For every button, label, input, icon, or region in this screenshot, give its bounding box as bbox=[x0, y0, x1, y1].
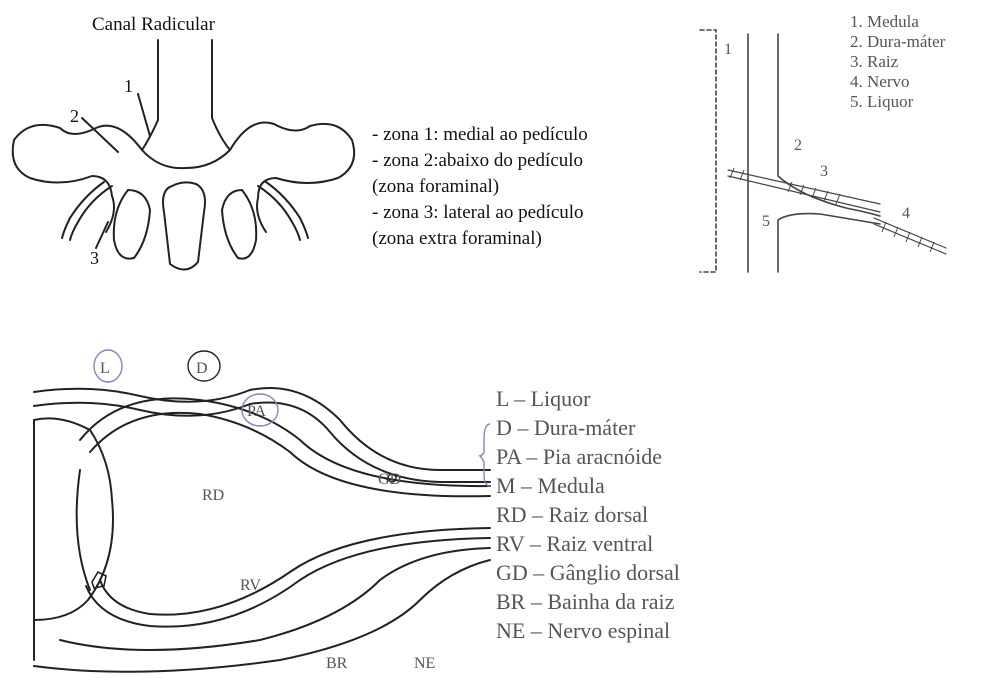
label-GD: GD bbox=[378, 471, 401, 488]
label-NE: NE bbox=[414, 655, 435, 672]
schematic-legend: 1. Medula 2. Dura-máter 3. Raiz 4. Nervo… bbox=[850, 12, 945, 112]
right-nerve-root bbox=[258, 186, 300, 240]
schematic-marker-1: 1 bbox=[724, 41, 732, 58]
left-transverse-process bbox=[13, 125, 142, 232]
legend-item: NE – Nervo espinal bbox=[496, 616, 680, 645]
marker-2-label: 2 bbox=[70, 106, 79, 126]
legend-item: D – Dura-máter bbox=[496, 413, 680, 442]
right-transverse-process bbox=[230, 122, 354, 232]
anatomy-legend: L – Liquor D – Dura-máter PA – Pia aracn… bbox=[496, 384, 680, 645]
zone-line: - zona 2:abaixo do pedículo bbox=[372, 148, 588, 174]
marker-3-label: 3 bbox=[90, 248, 99, 268]
legend-item: M – Medula bbox=[496, 471, 680, 500]
legend-item: 4. Nervo bbox=[850, 72, 945, 92]
zone-line: - zona 3: lateral ao pedículo bbox=[372, 200, 588, 226]
legend-item: 2. Dura-máter bbox=[850, 32, 945, 52]
schematic-marker-2: 2 bbox=[794, 137, 802, 154]
label-RV: RV bbox=[240, 577, 261, 594]
legend-item: L – Liquor bbox=[496, 384, 680, 413]
nerve-root-anatomy bbox=[34, 388, 490, 672]
label-L: L bbox=[100, 360, 110, 377]
zone-line: (zona foraminal) bbox=[372, 174, 588, 200]
marker-1-label: 1 bbox=[124, 76, 133, 96]
zone-line: (zona extra foraminal) bbox=[372, 226, 588, 252]
spinous-process bbox=[163, 182, 205, 269]
legend-item: RD – Raiz dorsal bbox=[496, 500, 680, 529]
legend-item: 1. Medula bbox=[850, 12, 945, 32]
label-BR: BR bbox=[326, 655, 348, 672]
zone-line: - zona 1: medial ao pedículo bbox=[372, 122, 588, 148]
schematic-marker-4: 4 bbox=[902, 205, 910, 222]
schematic-marker-3: 3 bbox=[820, 163, 828, 180]
zones-description: - zona 1: medial ao pedículo - zona 2:ab… bbox=[372, 122, 588, 252]
label-PA: PA bbox=[247, 403, 266, 420]
legend-item: 3. Raiz bbox=[850, 52, 945, 72]
legend-item: BR – Bainha da raiz bbox=[496, 587, 680, 616]
legend-item: PA – Pia aracnóide bbox=[496, 442, 680, 471]
legend-item: RV – Raiz ventral bbox=[496, 529, 680, 558]
label-RD: RD bbox=[202, 487, 224, 504]
schematic-marker-5: 5 bbox=[762, 213, 770, 230]
legend-item: 5. Liquor bbox=[850, 92, 945, 112]
canal-arch bbox=[142, 150, 230, 168]
legend-brace bbox=[480, 424, 490, 486]
legend-item: GD – Gânglio dorsal bbox=[496, 558, 680, 587]
label-D: D bbox=[196, 360, 208, 377]
